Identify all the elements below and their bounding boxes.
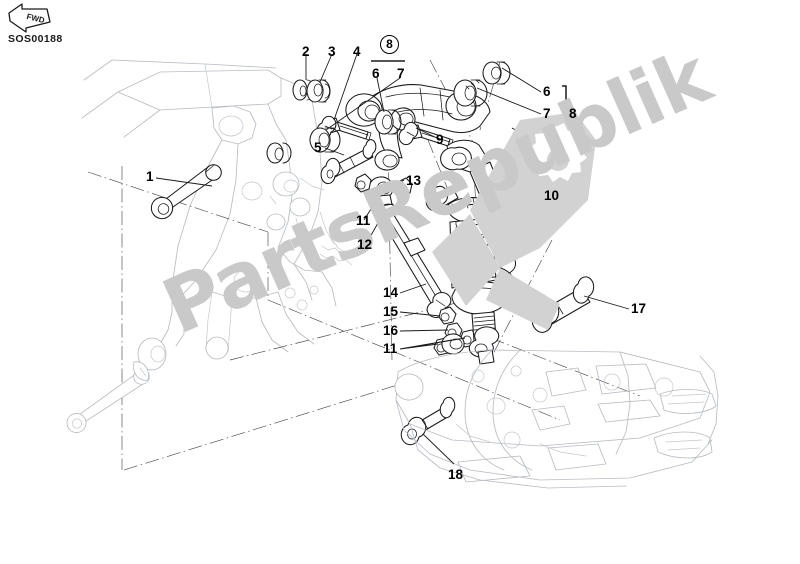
- part-6-bearing-center: [374, 109, 402, 135]
- callout-18[interactable]: 18: [448, 467, 464, 482]
- callout-8-group[interactable]: 8: [569, 106, 577, 121]
- callout-2[interactable]: 2: [302, 44, 310, 59]
- part-17-pin: [531, 276, 595, 333]
- part-7-circlip-center: [309, 127, 341, 153]
- callout-13[interactable]: 13: [406, 173, 422, 188]
- callout-7-top[interactable]: 7: [397, 66, 405, 81]
- callout-7-right[interactable]: 7: [543, 106, 551, 121]
- fwd-arrow-icon: FWD: [8, 3, 51, 33]
- part-9-screw: [398, 121, 454, 148]
- swingarm-phantom: [394, 349, 719, 489]
- part-7-circlip-right: [453, 79, 488, 107]
- callout-8-badge[interactable]: 8: [380, 35, 399, 54]
- part-15-washer-lower: [438, 306, 457, 325]
- callout-11-upper[interactable]: 11: [356, 213, 371, 228]
- part-14-tie-rod: [378, 211, 452, 318]
- part-1-long-bolt: [150, 164, 222, 220]
- diagram-code-label: SOS00188: [8, 33, 63, 45]
- callout-3[interactable]: 3: [328, 44, 336, 59]
- part-6-bearing-right: [482, 61, 511, 85]
- callout-12[interactable]: 12: [357, 237, 373, 252]
- part-18-swingarm-bolt: [400, 396, 456, 446]
- svg-text:FWD: FWD: [26, 12, 46, 25]
- callout-6-top[interactable]: 6: [372, 66, 380, 81]
- part-11-nut-upper: [354, 173, 372, 193]
- callout-10[interactable]: 10: [544, 188, 560, 203]
- callout-1[interactable]: 1: [146, 169, 154, 184]
- callout-9[interactable]: 9: [436, 132, 444, 147]
- callout-4[interactable]: 4: [353, 44, 361, 59]
- callout-11-lower[interactable]: 11: [383, 341, 398, 356]
- callout-16[interactable]: 16: [383, 323, 399, 338]
- part-1-phantom-position: [66, 361, 150, 433]
- callout-5[interactable]: 5: [314, 140, 322, 155]
- callout-14[interactable]: 14: [383, 285, 399, 300]
- callout-6-right[interactable]: 6: [543, 84, 551, 99]
- part-3-bush: [306, 79, 331, 103]
- part-5-spacer: [320, 139, 377, 185]
- orientation-marker-block: FWD SOS00188: [6, 2, 126, 50]
- part-6-7-bearing-left: [266, 142, 292, 164]
- callout-15[interactable]: 15: [383, 304, 399, 319]
- callout-17[interactable]: 17: [631, 301, 647, 316]
